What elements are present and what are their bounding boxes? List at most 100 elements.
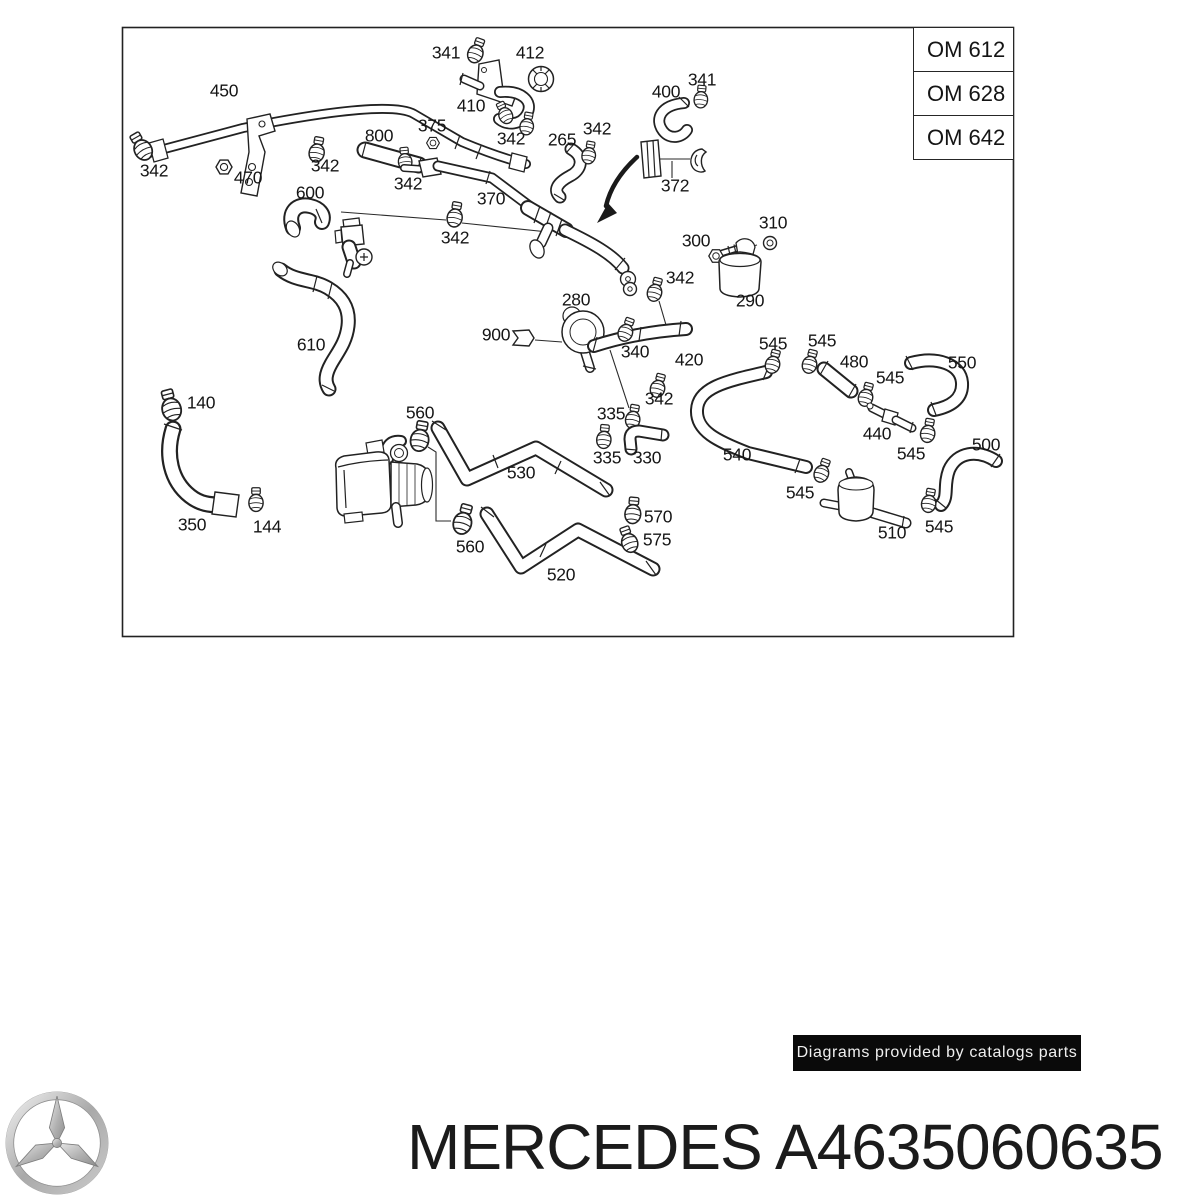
engine-code-om-642: OM 642 xyxy=(913,114,1014,161)
part-label-510: 510 xyxy=(877,522,907,543)
part-label-530: 530 xyxy=(506,462,536,483)
part-label-342: 342 xyxy=(393,173,423,194)
part-label-545: 545 xyxy=(924,516,954,537)
part-label-440: 440 xyxy=(862,423,892,444)
part-label-450: 450 xyxy=(209,80,239,101)
nut-310 xyxy=(762,235,778,251)
part-label-265: 265 xyxy=(547,129,577,150)
cap-290 xyxy=(718,238,762,298)
hose-610 xyxy=(272,261,356,397)
part-label-520: 520 xyxy=(546,564,576,585)
bracket-450 xyxy=(240,113,276,197)
pipe-370 xyxy=(400,157,638,297)
hose-265 xyxy=(550,142,587,204)
clamp-341 xyxy=(464,35,489,66)
hose-540 xyxy=(690,362,813,474)
part-label-600: 600 xyxy=(295,182,325,203)
auxiliary-heater-unit xyxy=(334,434,434,528)
part-label-545: 545 xyxy=(875,367,905,388)
tube-480 xyxy=(816,360,859,399)
part-label-375: 375 xyxy=(417,115,447,136)
watermark-banner: Diagrams provided by catalogs parts xyxy=(793,1035,1081,1071)
star-arm-top xyxy=(48,1096,66,1144)
part-label-560: 560 xyxy=(405,402,435,423)
clamp-545 xyxy=(811,456,834,485)
part-label-480: 480 xyxy=(839,351,869,372)
part-label-342: 342 xyxy=(440,227,470,248)
clamp-335 xyxy=(595,423,613,450)
grommet-412 xyxy=(527,65,555,93)
clamp-342 xyxy=(125,128,157,165)
clamp-144 xyxy=(248,486,264,513)
hose-500 xyxy=(934,446,1003,512)
elbow-600 xyxy=(283,197,331,238)
pump-510 xyxy=(819,468,912,529)
clamp-570 xyxy=(623,495,643,525)
part-label-545: 545 xyxy=(758,333,788,354)
part-label-540: 540 xyxy=(722,444,752,465)
part-label-370: 370 xyxy=(476,188,506,209)
part-label-560: 560 xyxy=(455,536,485,557)
part-label-290: 290 xyxy=(735,290,765,311)
part-label-310: 310 xyxy=(758,212,788,233)
clamp-140 xyxy=(156,386,185,424)
hose-400 xyxy=(653,96,693,143)
part-label-342: 342 xyxy=(310,155,340,176)
part-label-342: 342 xyxy=(582,118,612,139)
part-label-470: 470 xyxy=(233,167,263,188)
elbow-330 xyxy=(623,424,670,456)
clamp-560 xyxy=(449,501,477,537)
pipe-450 xyxy=(144,103,531,173)
hose-530 xyxy=(430,420,614,498)
part-label-900: 900 xyxy=(481,324,511,345)
part-label-400: 400 xyxy=(651,81,681,102)
part-label-144: 144 xyxy=(252,516,282,537)
diagram-frame xyxy=(121,26,1015,638)
hose-550 xyxy=(904,353,969,417)
part-label-342: 342 xyxy=(644,388,674,409)
part-label-545: 545 xyxy=(807,330,837,351)
pointer-arrow xyxy=(597,154,640,223)
part-label-570: 570 xyxy=(643,506,673,527)
part-label-610: 610 xyxy=(296,334,326,355)
clamp-545 xyxy=(919,486,940,515)
hose-520 xyxy=(479,506,661,577)
part-label-412: 412 xyxy=(515,42,545,63)
part-label-330: 330 xyxy=(632,447,662,468)
part-label-575: 575 xyxy=(642,529,672,550)
watermark-text: Diagrams provided by catalogs parts xyxy=(796,1044,1078,1061)
part-label-335: 335 xyxy=(592,447,622,468)
clamp-545 xyxy=(918,416,939,445)
clamp-342 xyxy=(444,200,466,229)
clamp-342 xyxy=(644,275,667,304)
sleeve-372 xyxy=(640,139,708,179)
nut-470 xyxy=(215,159,233,175)
part-label-550: 550 xyxy=(947,352,977,373)
star-arm-right xyxy=(55,1142,100,1168)
elbow-420 xyxy=(587,320,693,353)
part-label-342: 342 xyxy=(665,267,695,288)
valve-440 xyxy=(866,402,917,434)
part-label-341: 341 xyxy=(687,69,717,90)
clamp-342 xyxy=(579,139,599,166)
leader-lines xyxy=(340,158,758,522)
engine-code-om-612: OM 612 xyxy=(913,27,1014,73)
part-label-500: 500 xyxy=(971,434,1001,455)
part-label-300: 300 xyxy=(681,230,711,251)
part-label-372: 372 xyxy=(660,175,690,196)
part-label-335: 335 xyxy=(596,403,626,424)
part-label-410: 410 xyxy=(456,95,486,116)
part-label-280: 280 xyxy=(561,289,591,310)
part-label-342: 342 xyxy=(139,160,169,181)
part-label-420: 420 xyxy=(674,349,704,370)
plug-900 xyxy=(511,329,535,347)
part-label-341: 341 xyxy=(431,42,461,63)
engine-code-om-628: OM 628 xyxy=(913,70,1014,117)
part-number-title: MERCEDES A4635060635 xyxy=(407,1111,1164,1183)
star-arm-left xyxy=(14,1142,59,1168)
nut-375 xyxy=(426,136,440,150)
part-label-545: 545 xyxy=(896,443,926,464)
hose-350 xyxy=(161,420,240,518)
